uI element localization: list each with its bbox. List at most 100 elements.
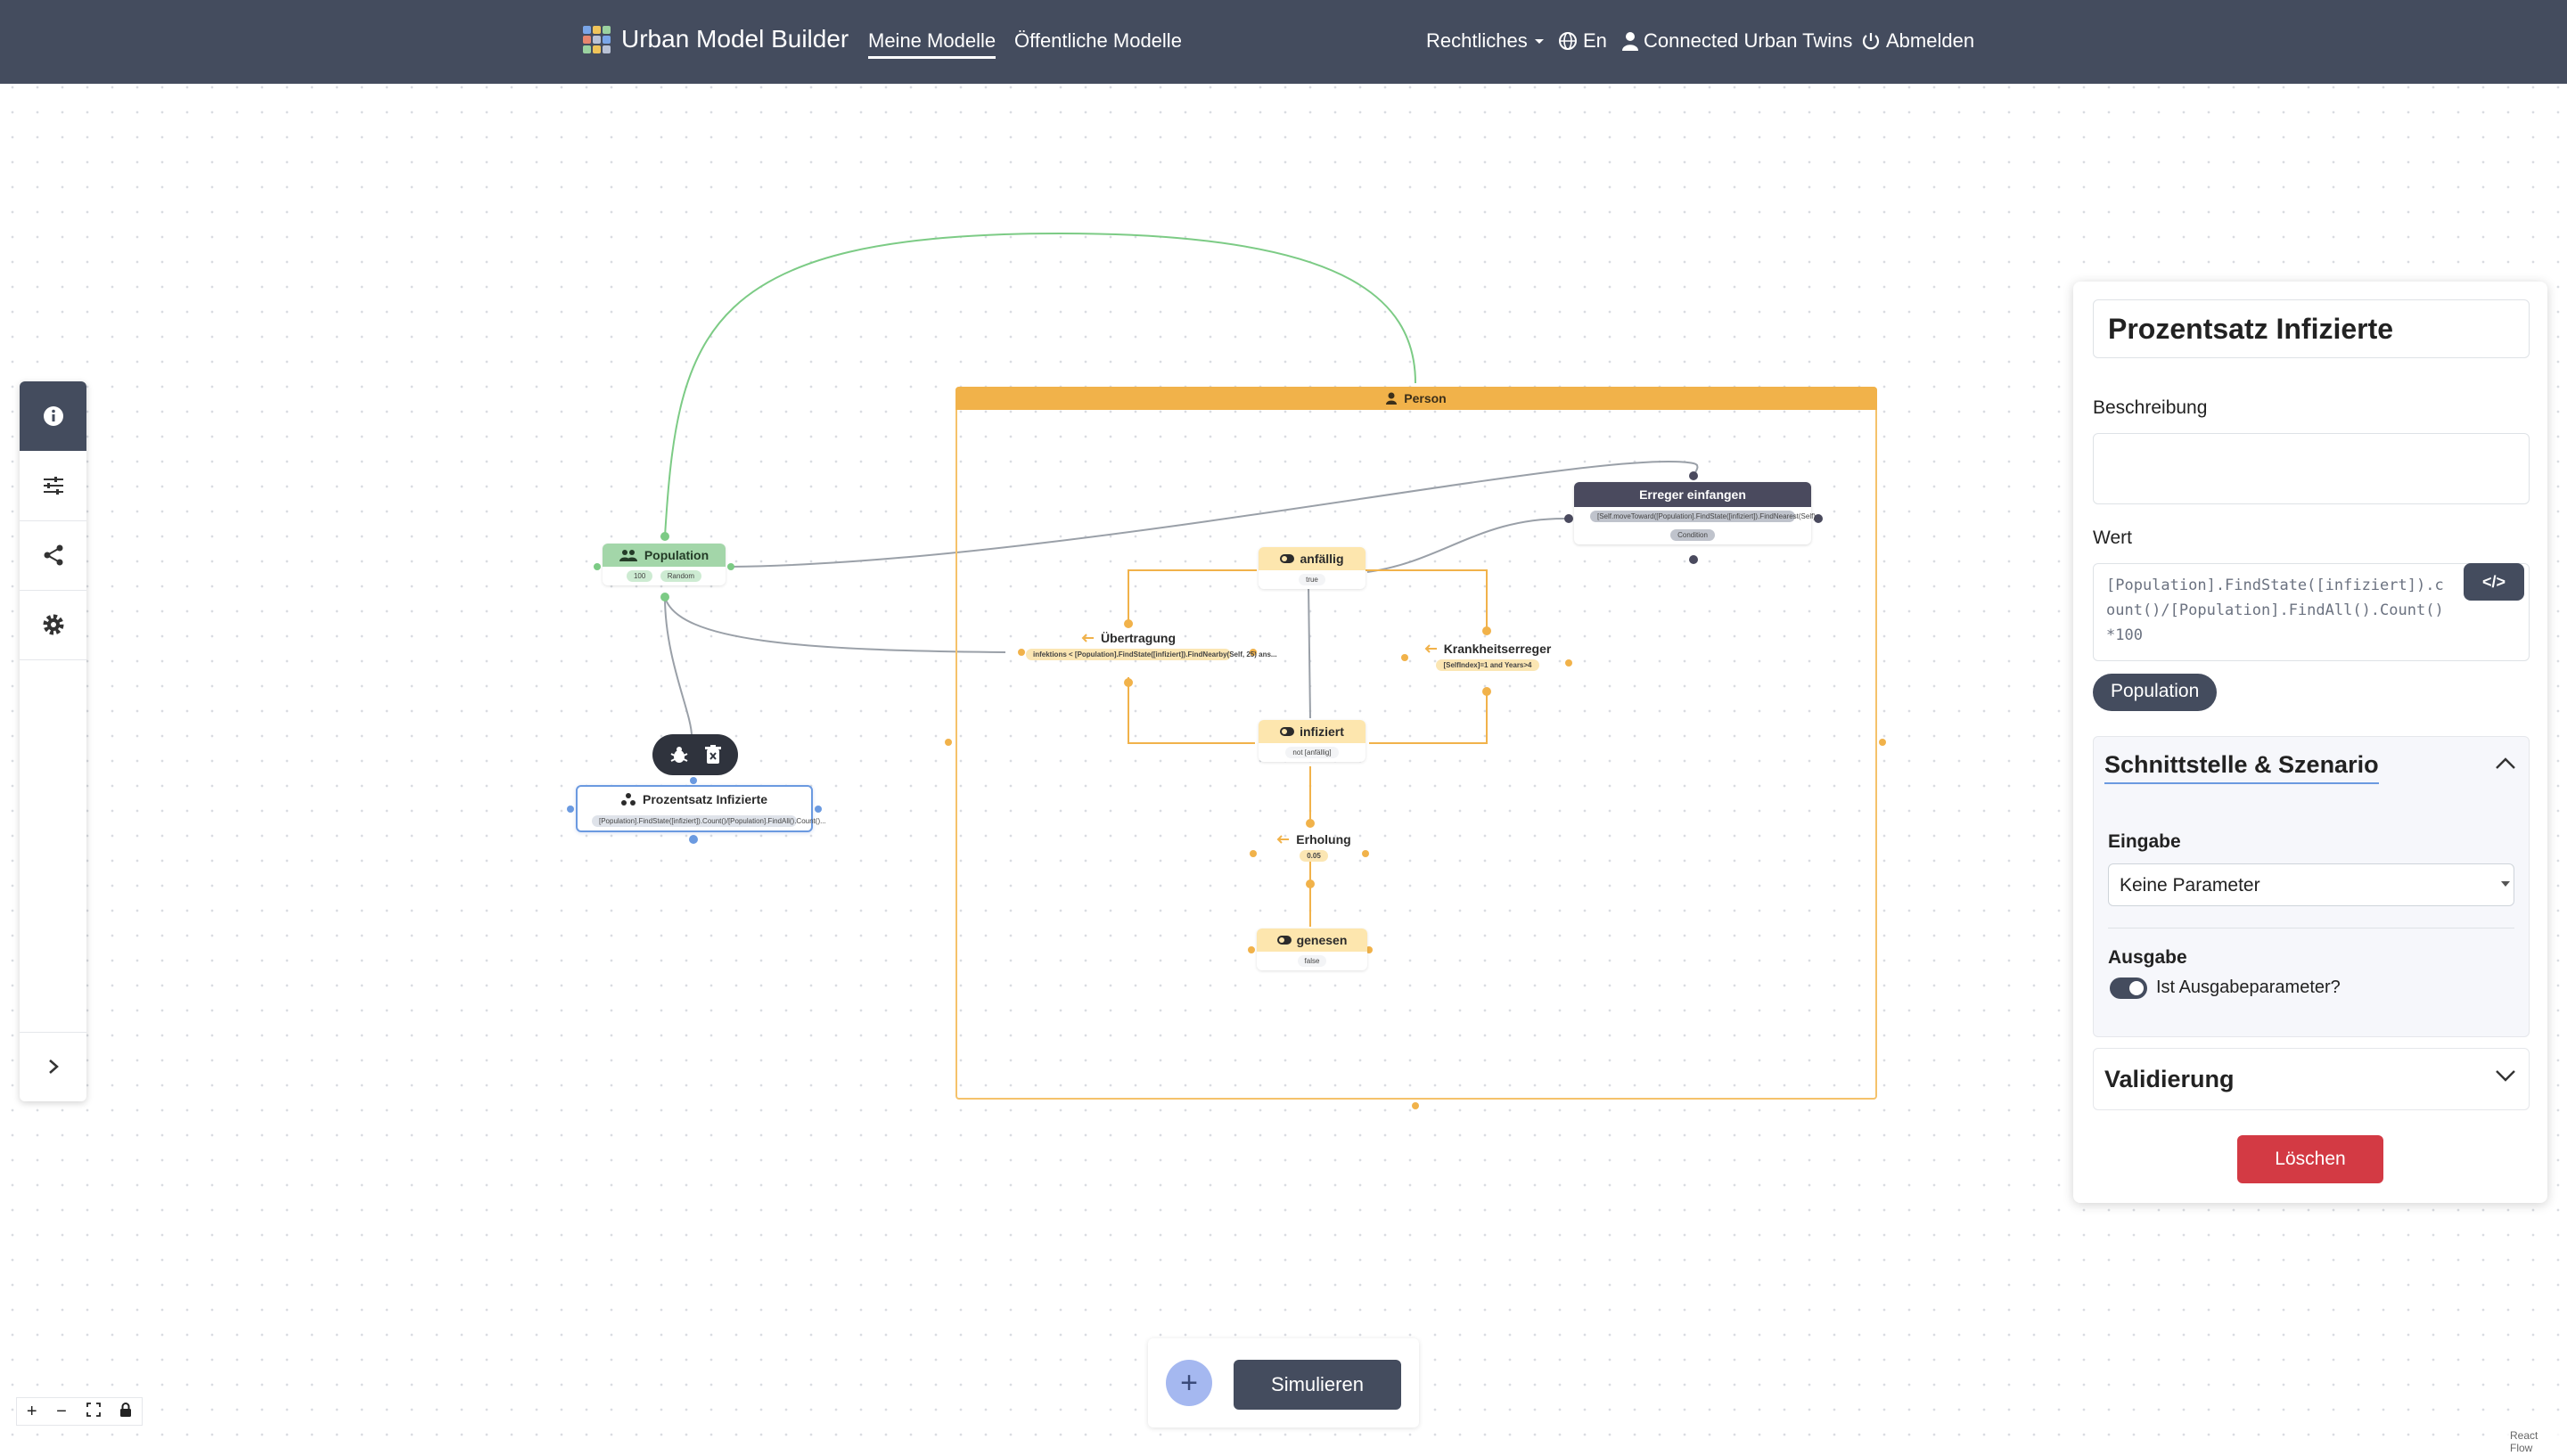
population-tag-button[interactable]: Population: [2093, 674, 2218, 711]
uebertragung-title: Übertragung: [1021, 631, 1235, 645]
parameters-button[interactable]: [20, 451, 86, 520]
validierung-header[interactable]: Validierung: [2094, 1049, 2529, 1109]
delete-button[interactable]: Löschen: [2237, 1135, 2383, 1183]
nav-meine-modelle[interactable]: Meine Modelle: [868, 29, 996, 59]
edge-anfaellig-erreger: [1366, 517, 1570, 573]
blue-handle-dots: [567, 777, 822, 844]
edge-krankheit-infiziert: [1369, 691, 1488, 744]
expand-toolbar-button[interactable]: [20, 1032, 86, 1101]
edge-population-erreger: [730, 460, 1699, 568]
node-toolbar: [652, 734, 738, 775]
erreger-einfangen-label: Erreger einfangen: [1574, 482, 1811, 507]
toggle-icon: [1276, 936, 1292, 945]
nav-oeffentliche-modelle[interactable]: Öffentliche Modelle: [1014, 29, 1182, 52]
infiziert-label: infiziert: [1300, 724, 1344, 739]
toggle-icon: [1280, 727, 1295, 736]
validierung-accordion[interactable]: Validierung: [2093, 1048, 2530, 1110]
language-switch[interactable]: En: [1558, 29, 1607, 53]
state-genesen[interactable]: genesen false: [1257, 928, 1367, 970]
infiziert-pill: not [anfällig]: [1285, 747, 1339, 758]
state-genesen-header: genesen: [1257, 928, 1367, 952]
zoom-in-button[interactable]: +: [26, 1401, 37, 1421]
add-node-button[interactable]: +: [1166, 1360, 1212, 1406]
population-node-header: Population: [603, 544, 726, 567]
krankheitserreger-title: Krankheitserreger: [1412, 642, 1563, 656]
lock-button[interactable]: [119, 1402, 132, 1422]
schnittstelle-title: Schnittstelle & Szenario: [2104, 751, 2379, 784]
trash-icon[interactable]: [704, 745, 722, 765]
chevron-down-icon: [2496, 1070, 2515, 1082]
bug-icon[interactable]: [669, 745, 689, 765]
anfaellig-label: anfällig: [1300, 552, 1344, 566]
transition-uebertragung[interactable]: Übertragung infektions < [Population].Fi…: [1021, 631, 1277, 664]
toggle-icon: [1280, 554, 1295, 563]
ausgabe-toggle[interactable]: [2110, 977, 2147, 999]
code-editor-button[interactable]: </>: [2464, 563, 2524, 601]
uebertragung-pill: infektions < [Population].FindState([inf…: [1026, 649, 1277, 660]
user-icon: [1622, 32, 1638, 51]
prozentsatz-label: Prozentsatz Infizierte: [642, 792, 768, 806]
person-icon: [1386, 392, 1398, 405]
prozentsatz-header: Prozentsatz Infizierte: [578, 787, 811, 812]
properties-panel: Prozentsatz Infizierte Beschreibung Wert…: [2073, 282, 2547, 1203]
panel-title-input[interactable]: Prozentsatz Infizierte: [2093, 299, 2530, 358]
genesen-label: genesen: [1296, 933, 1348, 947]
transition-erholung[interactable]: Erholung 0.05: [1260, 832, 1367, 865]
fit-view-button[interactable]: [86, 1402, 101, 1422]
erholung-pill: 0.05: [1300, 850, 1328, 862]
code-icon: </>: [2481, 572, 2506, 591]
beschreibung-label: Beschreibung: [2093, 397, 2208, 418]
edge-anfaellig-krankheit: [1364, 569, 1488, 629]
wert-line-1: [Population].FindState([infiziert]).c: [2106, 577, 2444, 594]
simulate-button[interactable]: Simulieren: [1234, 1360, 1401, 1410]
erholung-label: Erholung: [1296, 832, 1351, 847]
brand-name: Urban Model Builder: [621, 25, 849, 53]
variable-icon: [620, 793, 636, 806]
user-menu[interactable]: Connected Urban Twins: [1622, 29, 1852, 53]
zoom-out-button[interactable]: −: [56, 1401, 67, 1421]
person-group-header[interactable]: Person: [955, 387, 1877, 410]
edge-population-prozent: [664, 596, 693, 737]
transition-icon: [1276, 835, 1290, 844]
wert-code-editor[interactable]: [Population].FindState([infiziert]).c ou…: [2093, 563, 2530, 661]
prozentsatz-infizierte-node[interactable]: Prozentsatz Infizierte [Population].Find…: [576, 785, 826, 832]
dark-handle-dots: [1564, 471, 1823, 564]
globe-icon: [1559, 32, 1577, 50]
green-handle-dots: [594, 532, 734, 601]
population-count-pill: 100: [626, 570, 653, 582]
ausgabe-toggle-label: Ist Ausgabeparameter?: [2156, 977, 2341, 997]
info-button[interactable]: [20, 381, 86, 451]
person-group-label: Person: [1404, 391, 1447, 405]
eingabe-select[interactable]: Keine Parameter: [2108, 863, 2514, 906]
transition-krankheitserreger[interactable]: Krankheitserreger [SelfIndex]=1 and Year…: [1412, 642, 1563, 675]
validierung-title: Validierung: [2104, 1065, 2235, 1092]
brand[interactable]: Urban Model Builder: [583, 25, 849, 53]
share-icon: [44, 544, 62, 566]
genesen-pill: false: [1297, 955, 1327, 967]
schnittstelle-header[interactable]: Schnittstelle & Szenario: [2094, 737, 2529, 798]
state-anfaellig[interactable]: anfällig true: [1259, 547, 1366, 589]
react-flow-attribution[interactable]: React Flow: [2506, 1427, 2567, 1456]
state-infiziert-header: infiziert: [1259, 720, 1366, 743]
chevron-up-icon: [2496, 757, 2515, 769]
logout-button[interactable]: Abmelden: [1861, 29, 1974, 53]
population-label: Population: [644, 548, 709, 562]
bottom-action-bar: + Simulieren: [1148, 1338, 1419, 1427]
sliders-icon: [43, 477, 63, 495]
anfaellig-pill: true: [1299, 574, 1325, 585]
wert-line-3: *100: [2106, 626, 2143, 644]
population-node[interactable]: Population 100 Random: [603, 544, 726, 585]
legal-dropdown[interactable]: Rechtliches: [1426, 29, 1546, 53]
wert-line-2: ount()/[Population].FindAll().Count(): [2106, 601, 2444, 619]
erreger-einfangen-node[interactable]: Erreger einfangen [Self.moveToward([Popu…: [1574, 482, 1822, 544]
gear-icon: [43, 614, 63, 635]
brand-logo-icon: [583, 25, 611, 53]
share-button[interactable]: [20, 520, 86, 590]
state-infiziert[interactable]: infiziert not [anfällig]: [1259, 720, 1366, 762]
settings-button[interactable]: [20, 590, 86, 659]
lock-icon: [120, 1402, 132, 1417]
beschreibung-textarea[interactable]: [2093, 433, 2530, 504]
chevron-right-icon: [48, 1059, 59, 1074]
wert-label: Wert: [2093, 528, 2132, 548]
